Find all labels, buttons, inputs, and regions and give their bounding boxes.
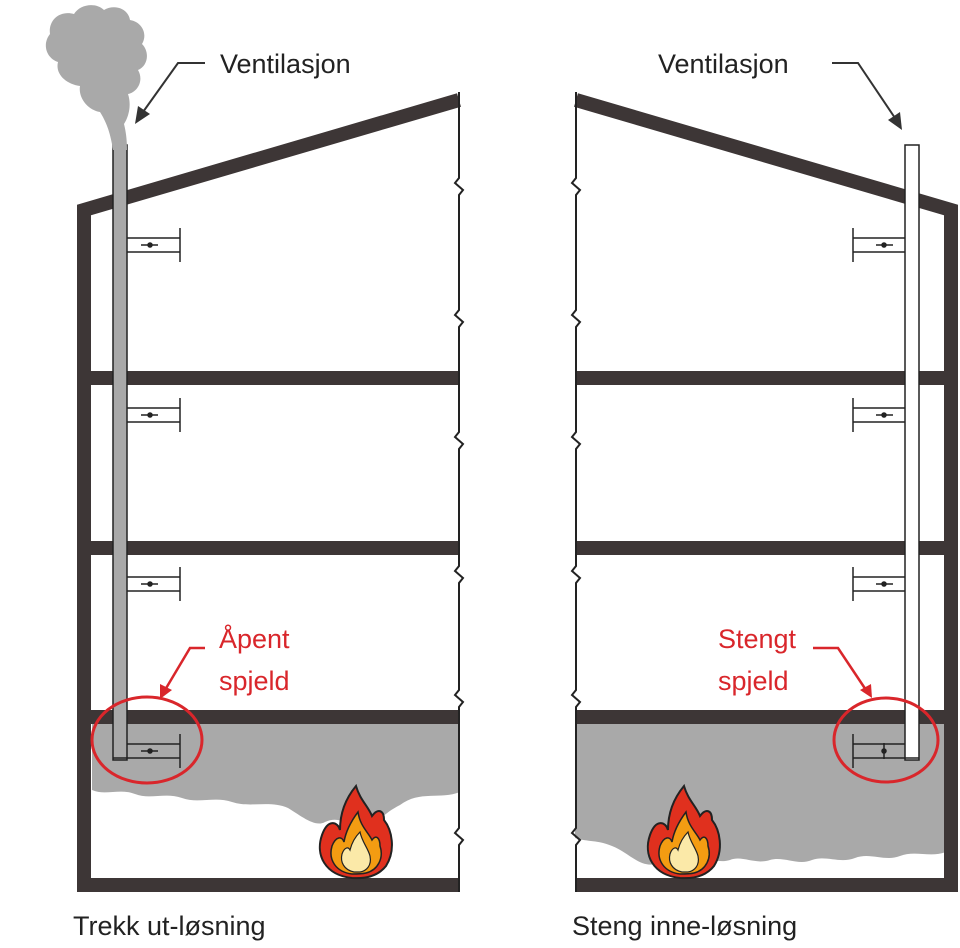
left-building	[45, 5, 465, 892]
left-damper-pointer	[163, 646, 205, 691]
right-damper-label-line1: Stengt	[718, 624, 797, 654]
right-break-line	[570, 92, 582, 892]
right-vent-pointer	[832, 62, 896, 119]
right-branch-ducts	[852, 228, 919, 768]
right-vent-shaft	[904, 144, 920, 761]
left-vent-pointer	[142, 62, 205, 113]
right-floor-slab-2	[576, 541, 951, 555]
left-damper-marks	[141, 242, 158, 754]
left-smoke-plume	[45, 5, 147, 150]
left-branch-ducts	[113, 228, 181, 768]
right-floor-slab-3	[576, 371, 951, 385]
right-caption: Steng inne-løsning	[572, 911, 797, 941]
left-floor-slab-2	[84, 541, 459, 555]
right-ventilation-label: Ventilasjon	[658, 49, 789, 79]
left-break-line	[453, 92, 465, 892]
left-flame-icon	[318, 783, 393, 880]
right-damper-marks	[876, 242, 893, 759]
left-damper-highlight	[90, 695, 204, 785]
left-damper-label-line1: Åpent	[219, 623, 290, 654]
right-flame-icon	[646, 783, 721, 880]
left-caption: Trekk ut-løsning	[73, 911, 266, 941]
left-floor-slab-1	[84, 710, 459, 724]
right-damper-highlight	[832, 696, 940, 784]
left-floor-slab-3	[84, 371, 459, 385]
right-building	[570, 62, 958, 892]
left-ventilation-label: Ventilasjon	[220, 49, 351, 79]
left-vent-shaft	[112, 144, 128, 761]
right-damper-pointer	[813, 646, 868, 691]
right-damper-label-line2: spjeld	[718, 666, 789, 696]
left-damper-label-line2: spjeld	[219, 666, 290, 696]
left-smoke-layer	[92, 722, 460, 829]
right-floor-slab-1	[576, 710, 951, 724]
